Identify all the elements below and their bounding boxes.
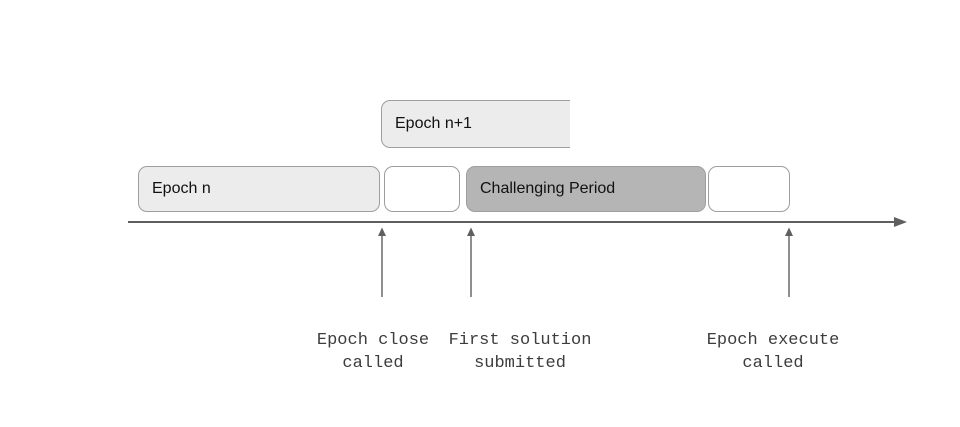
- epoch-n-box: Epoch n: [138, 166, 380, 212]
- epoch-n-plus-1-label: Epoch n+1: [395, 115, 472, 132]
- epoch-n-plus-1-box: Epoch n+1: [381, 100, 570, 148]
- gap-box-execute-window: [708, 166, 790, 212]
- gap-box-close-window: [384, 166, 460, 212]
- first-solution-submitted-label: First solution submitted: [448, 331, 592, 373]
- epoch-execute-called-label: Epoch execute called: [706, 331, 840, 373]
- epoch-close-called-label: Epoch close called: [316, 331, 430, 373]
- epoch-n-label: Epoch n: [152, 180, 211, 197]
- challenging-period-label: Challenging Period: [480, 180, 616, 197]
- challenging-period-box: Challenging Period: [466, 166, 706, 212]
